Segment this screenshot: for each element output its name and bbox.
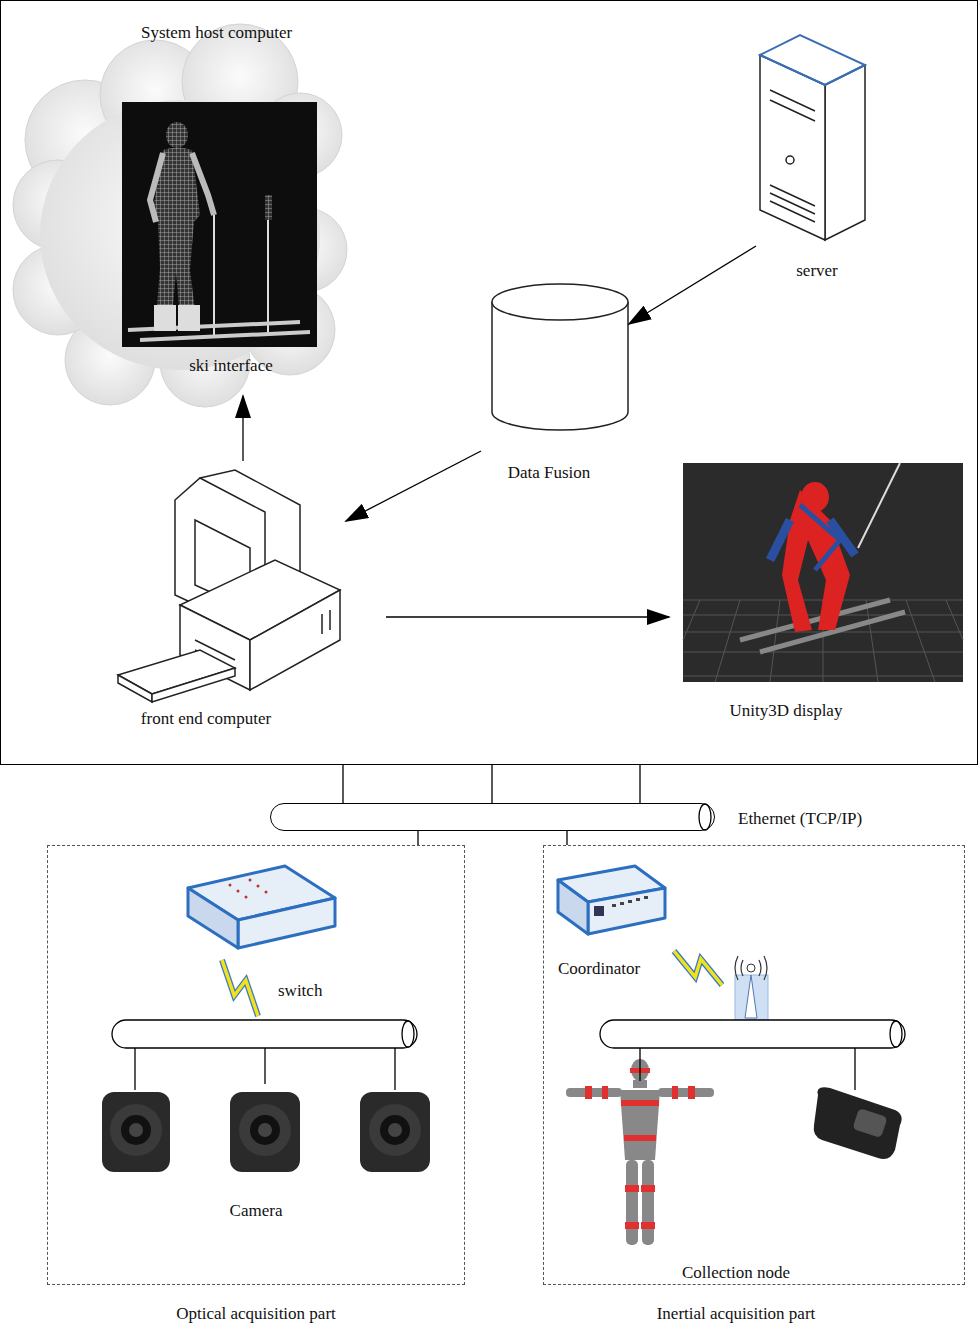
connector [343, 765, 640, 803]
connector [567, 831, 568, 845]
node-label: ski interface [187, 356, 275, 376]
node-label: Unity3D display [728, 701, 845, 721]
group-box: Inertial acquisition partCoordinatorColl… [543, 845, 965, 1285]
node-label: Data Fusion [506, 463, 593, 483]
node-label: System host computer [139, 23, 294, 43]
node-label: Collection node [680, 1263, 792, 1283]
ethernet-bus: Ethernet (TCP/IP) [270, 803, 715, 831]
database-node: Data Fusion [481, 286, 641, 486]
node-label: Inertial acquisition part [655, 1304, 818, 1324]
computer-icon [118, 470, 340, 702]
node-label: Optical acquisition part [174, 1304, 338, 1324]
node-label: server [794, 261, 840, 281]
group-box: Optical acquisition partswitchCamera [47, 845, 465, 1285]
coordinator-node: Coordinator [551, 863, 676, 943]
inner-bus [112, 1020, 417, 1090]
connector [243, 396, 244, 461]
switch-icon [188, 866, 335, 948]
unity-image [683, 463, 963, 682]
antenna-icon [735, 956, 768, 1020]
cloud-node: ski interface [21, 51, 331, 396]
node-label: Ethernet (TCP/IP) [736, 809, 864, 829]
inner-bus [600, 1020, 905, 1090]
connector [222, 960, 265, 1084]
connector [640, 951, 722, 1081]
switch-node: switch [181, 863, 341, 958]
mannequin [566, 1059, 714, 1245]
server-icon [760, 35, 865, 240]
connector [346, 451, 481, 521]
connector [418, 831, 419, 845]
coordinator-icon [558, 866, 665, 934]
host-box: System host computer ski interface serverD… [0, 0, 978, 765]
collection-node: Collection node [561, 1081, 911, 1286]
wristband [814, 1087, 902, 1159]
node-label: switch [276, 981, 324, 1001]
server-node: server [756, 31, 881, 286]
display-node: Unity3D display [681, 461, 966, 726]
camera-icon [102, 1092, 430, 1172]
node-label: front end computer [139, 709, 273, 729]
database-cylinder [492, 284, 628, 430]
node-label: Coordinator [556, 959, 642, 979]
connector [629, 246, 756, 324]
pipe-end [270, 803, 715, 831]
connector [386, 617, 669, 618]
cloud [13, 24, 347, 407]
camera-node: Camera [96, 1084, 441, 1224]
ski-image [122, 102, 317, 347]
computer-node: front end computer [116, 461, 391, 736]
node-label: Camera [228, 1201, 285, 1221]
